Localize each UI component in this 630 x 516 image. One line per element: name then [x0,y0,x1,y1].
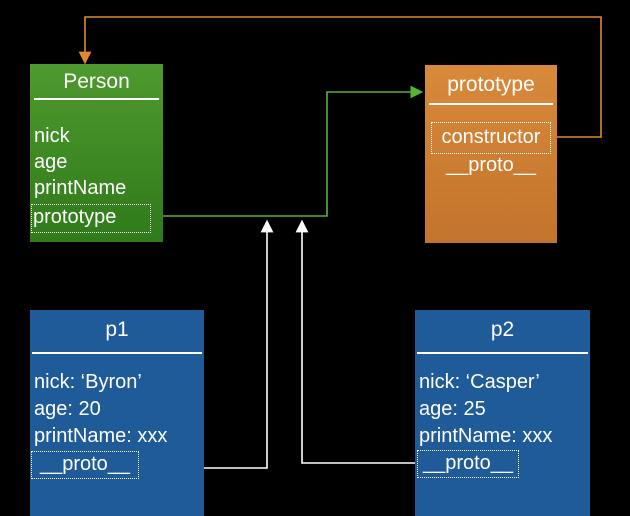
p1-title: p1 [105,318,129,341]
person-constructor-box: Person nick age printName prototype [30,64,163,242]
p1-divider [32,352,202,354]
p2-field-age: age: 25 [419,398,486,420]
p2-instance-box: p2 nick: ‘Casper’ age: 25 printName: xxx… [415,310,590,516]
prototype-field-constructor: constructor [431,122,551,154]
person-title: Person [63,70,130,93]
p1-instance-box: p1 nick: ‘Byron’ age: 20 printName: xxx … [30,310,204,516]
constructor-link [78,16,602,138]
person-field-nick: nick [34,125,70,147]
p2-field-proto: __proto__ [417,450,519,478]
prototype-title: prototype [447,73,535,96]
prototype-object-box: prototype constructor __proto__ [425,65,557,243]
p2-field-nick: nick: ‘Casper’ [419,371,540,393]
p1-field-proto: __proto__ [31,451,139,479]
prototype-divider [429,103,553,105]
prototype-field-proto: __proto__ [445,154,537,176]
p2-field-printname: printName: xxx [419,425,553,447]
p1-field-nick: nick: ‘Byron’ [34,371,142,393]
p2-title: p2 [490,318,515,341]
p1-field-age: age: 20 [34,398,101,420]
p2-divider [417,352,588,354]
p1-field-printname: printName: xxx [34,425,168,447]
prototype-link [152,85,424,217]
person-field-age: age [34,151,68,173]
person-field-prototype: prototype [31,204,151,233]
p2-proto-link [295,219,418,464]
person-divider [34,98,159,100]
person-field-printname: printName [34,177,127,199]
